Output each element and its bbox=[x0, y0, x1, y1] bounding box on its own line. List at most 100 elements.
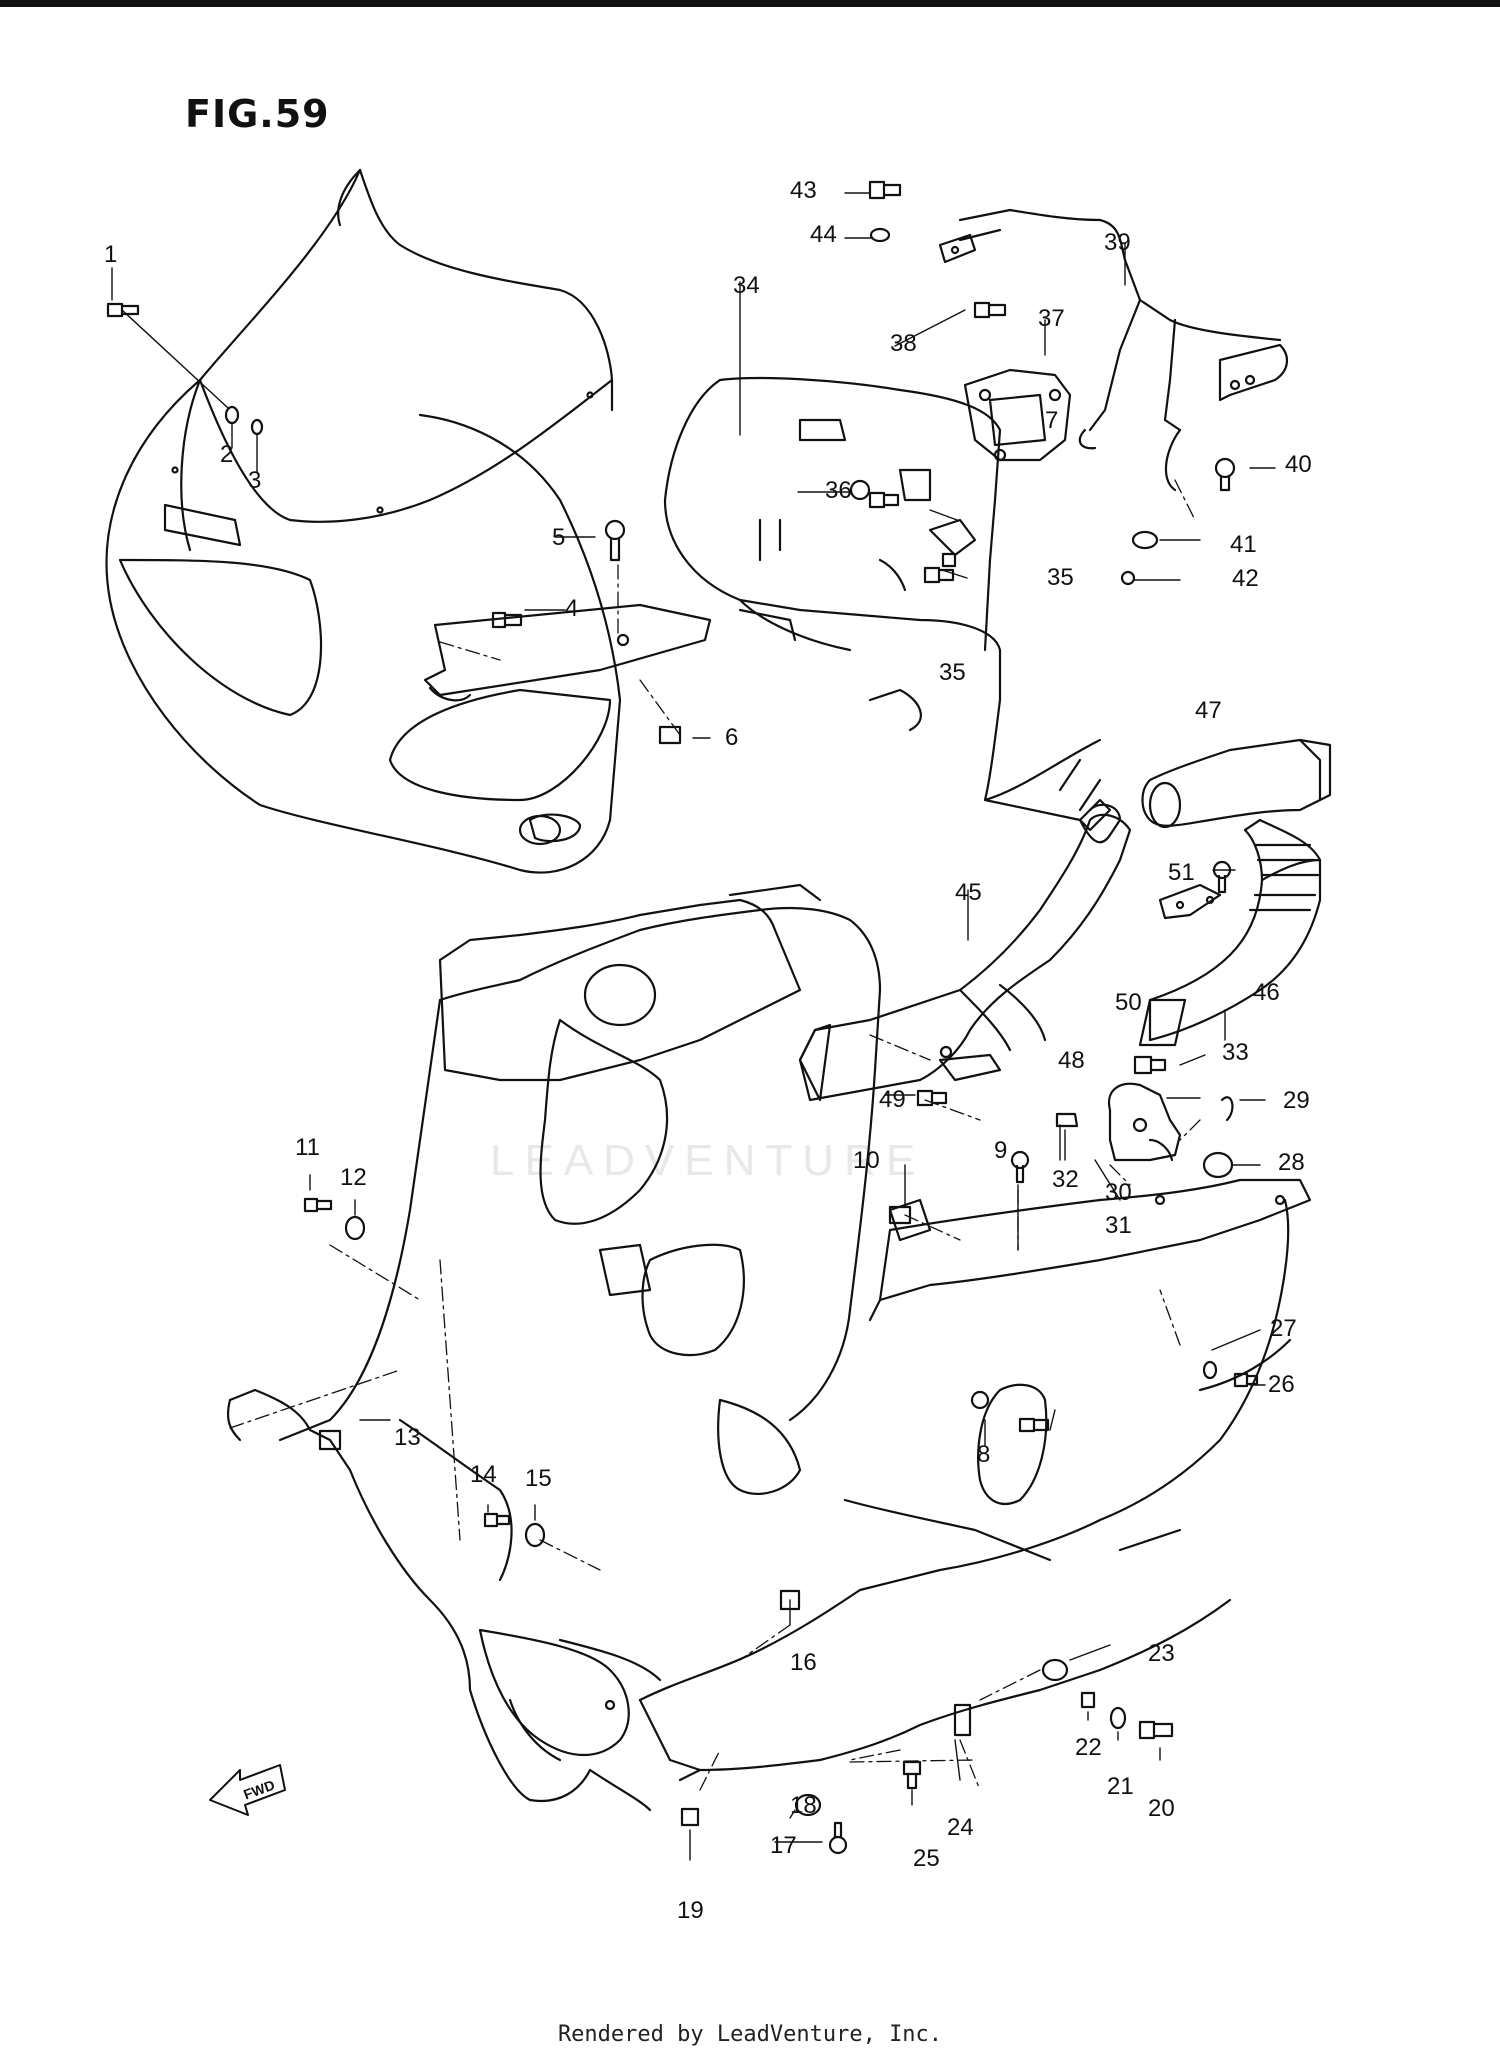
bolt bbox=[973, 301, 1007, 319]
callout-37: 37 bbox=[1038, 305, 1065, 332]
upper-cowling bbox=[105, 168, 622, 874]
bolt bbox=[1018, 1417, 1050, 1433]
callout-16: 16 bbox=[790, 1649, 817, 1676]
callout-22: 22 bbox=[1075, 1734, 1102, 1761]
callout-33: 33 bbox=[1222, 1039, 1249, 1066]
bolt bbox=[1214, 457, 1236, 492]
bracket bbox=[953, 1703, 972, 1737]
callout-30: 30 bbox=[1105, 1179, 1132, 1206]
air-duct-right bbox=[1138, 818, 1322, 1047]
callout-7: 7 bbox=[1045, 407, 1058, 434]
under-cowling bbox=[638, 1198, 1292, 1782]
callout-9: 9 bbox=[994, 1137, 1007, 1164]
callout-18: 18 bbox=[790, 1792, 817, 1819]
callout-47: 47 bbox=[1195, 697, 1222, 724]
callout-40: 40 bbox=[1285, 451, 1312, 478]
callout-45: 45 bbox=[955, 879, 982, 906]
callout-1: 1 bbox=[104, 241, 117, 268]
top-border bbox=[0, 0, 1500, 7]
nut bbox=[1120, 570, 1136, 586]
callout-34: 34 bbox=[733, 272, 760, 299]
clip bbox=[1220, 1096, 1234, 1122]
callout-17: 17 bbox=[770, 1832, 797, 1859]
callout-15: 15 bbox=[525, 1465, 552, 1492]
callout-46: 46 bbox=[1253, 979, 1280, 1006]
callout-10: 10 bbox=[853, 1147, 880, 1174]
callout-4: 4 bbox=[565, 595, 578, 622]
callout-31: 31 bbox=[1105, 1212, 1132, 1239]
assembly-lines bbox=[229, 479, 1201, 1791]
callout-35: 35 bbox=[939, 659, 966, 686]
air-duct-left bbox=[798, 813, 1132, 1102]
callout-26: 26 bbox=[1268, 1371, 1295, 1398]
callout-21: 21 bbox=[1107, 1773, 1134, 1800]
bolt bbox=[1138, 1720, 1174, 1740]
bolt bbox=[303, 1197, 333, 1213]
callout-43: 43 bbox=[790, 177, 817, 204]
leader-lines bbox=[111, 192, 1276, 1861]
air-duct-top bbox=[1141, 738, 1332, 829]
screw bbox=[604, 519, 626, 562]
washer bbox=[224, 405, 240, 425]
callout-3: 3 bbox=[248, 467, 261, 494]
bolt bbox=[868, 180, 902, 200]
fairing-stay bbox=[938, 208, 1288, 492]
callout-29: 29 bbox=[1283, 1087, 1310, 1114]
inner-panel-right bbox=[868, 1178, 1312, 1322]
lower-cowling-right bbox=[278, 906, 1052, 1582]
bolt bbox=[1133, 1055, 1167, 1075]
washer bbox=[1109, 1706, 1127, 1730]
mount-bracket bbox=[963, 368, 1072, 462]
callout-50: 50 bbox=[1115, 989, 1142, 1016]
callout-36: 36 bbox=[825, 477, 852, 504]
bolt bbox=[828, 1821, 848, 1855]
grommet bbox=[1131, 530, 1159, 550]
callout-49: 49 bbox=[879, 1086, 906, 1113]
upper-side-panel bbox=[438, 883, 822, 1082]
nut bbox=[888, 1205, 912, 1225]
callout-11: 11 bbox=[295, 1134, 320, 1161]
callout-12: 12 bbox=[340, 1164, 367, 1191]
bolt bbox=[916, 1089, 948, 1107]
bracket-assembly bbox=[1107, 1082, 1182, 1162]
callout-42: 42 bbox=[1232, 565, 1259, 592]
bolt bbox=[483, 1512, 511, 1528]
callout-2: 2 bbox=[220, 441, 233, 468]
nut bbox=[318, 1429, 342, 1451]
grommet bbox=[344, 1215, 366, 1241]
pad bbox=[1055, 1112, 1079, 1128]
grommet bbox=[524, 1522, 546, 1548]
collar bbox=[1080, 1691, 1096, 1709]
grommet bbox=[1041, 1658, 1069, 1682]
bolt bbox=[902, 1760, 922, 1790]
footer-credit: Rendered by LeadVenture, Inc. bbox=[557, 2022, 943, 2047]
callout-5: 5 bbox=[552, 524, 565, 551]
duct-brackets bbox=[938, 883, 1222, 1082]
bolt bbox=[1233, 1372, 1259, 1388]
callout-25: 25 bbox=[913, 1845, 940, 1872]
screw bbox=[1010, 1150, 1030, 1184]
grommet bbox=[794, 1793, 822, 1817]
callout-13: 13 bbox=[394, 1424, 421, 1451]
callout-32: 32 bbox=[1052, 1166, 1079, 1193]
bolt bbox=[491, 611, 523, 629]
callout-6: 6 bbox=[725, 724, 738, 751]
fwd-arrow-icon: FWD bbox=[209, 1764, 286, 1816]
callout-44: 44 bbox=[810, 221, 837, 248]
callout-20: 20 bbox=[1148, 1795, 1175, 1822]
callout-8: 8 bbox=[977, 1441, 990, 1468]
screw bbox=[1212, 860, 1232, 894]
fairing-bracket bbox=[663, 376, 1122, 844]
clip bbox=[680, 1807, 700, 1827]
callout-41: 41 bbox=[1230, 531, 1257, 558]
callout-27: 27 bbox=[1270, 1315, 1297, 1342]
callout-28: 28 bbox=[1278, 1149, 1305, 1176]
washer bbox=[869, 227, 891, 243]
washer bbox=[1202, 1360, 1218, 1380]
callout-38: 38 bbox=[890, 330, 917, 357]
bolt bbox=[923, 566, 955, 584]
bolt bbox=[970, 1390, 990, 1410]
grommet bbox=[1202, 1151, 1234, 1179]
watermark-text: LEADVENTURE bbox=[490, 1136, 925, 1185]
